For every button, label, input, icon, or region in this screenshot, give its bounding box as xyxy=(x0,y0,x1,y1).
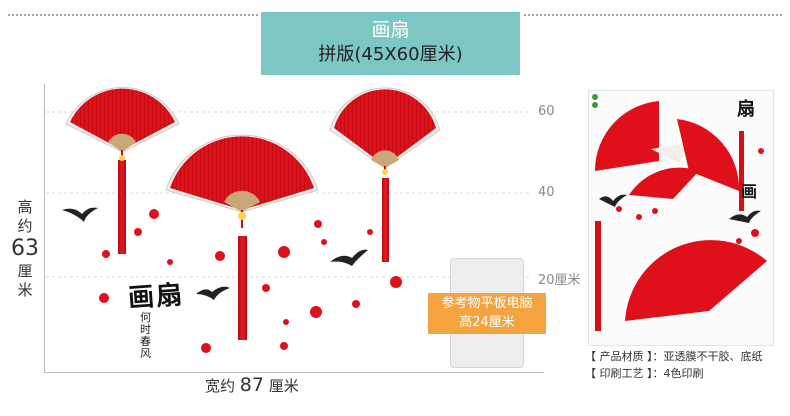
scale-tick-60: 60 xyxy=(538,104,555,119)
width-label-suffix: 厘米 xyxy=(268,377,299,395)
sticker-sheet-art: 扇 画 xyxy=(592,94,767,331)
top-dotted-line-left xyxy=(8,14,258,16)
height-label-char: 高 xyxy=(17,198,33,216)
scale-tick-20: 20厘米 xyxy=(538,273,581,288)
product-printing: 【 印刷工艺 】：4色印刷 xyxy=(585,367,704,380)
fan-left xyxy=(65,87,180,254)
sticker-sheet-preview: 扇 画 xyxy=(588,90,774,346)
fan-center xyxy=(165,134,319,340)
decal-calligraphy-sub: 何时春风 xyxy=(140,311,151,360)
svg-text:画: 画 xyxy=(741,182,757,201)
width-label: 宽约 87 厘米 xyxy=(205,374,299,396)
page-subtitle: 拼版(45X60厘米) xyxy=(318,44,463,65)
swallow-2 xyxy=(330,249,368,266)
fan-right xyxy=(329,87,441,262)
height-measure-line xyxy=(44,84,45,372)
height-label-char: 米 xyxy=(17,281,33,299)
scale-tick-40: 40 xyxy=(538,185,555,200)
height-label-char: 约 xyxy=(17,217,33,235)
width-label-prefix: 宽约 xyxy=(205,377,236,395)
plum-blossoms xyxy=(99,209,402,353)
product-material: 【 产品材质 】：亚透膜不干胶、底纸 xyxy=(585,350,763,363)
width-measure-line xyxy=(44,372,544,373)
swallow-1 xyxy=(62,207,98,222)
height-label-number: 63 xyxy=(11,236,39,261)
product-info: 【 产品材质 】：亚透膜不干胶、底纸 【 印刷工艺 】：4色印刷 xyxy=(585,348,763,382)
top-dotted-line-right xyxy=(524,14,782,16)
tablet-reference-label: 参考物平板电脑 高24厘米 xyxy=(428,293,546,334)
height-label: 高 约 63 厘 米 xyxy=(10,198,40,300)
swallow-3 xyxy=(196,286,230,300)
title-banner: 画扇 拼版(45X60厘米) xyxy=(261,12,520,75)
width-label-number: 87 xyxy=(239,374,264,396)
decal-calligraphy-main: 画扇 xyxy=(127,280,186,314)
tablet-label-line1: 参考物平板电脑 xyxy=(441,296,533,311)
height-label-char: 厘 xyxy=(17,262,33,280)
page-title: 画扇 xyxy=(371,19,410,41)
tablet-label-line2: 高24厘米 xyxy=(459,315,515,330)
svg-text:扇: 扇 xyxy=(737,98,755,120)
